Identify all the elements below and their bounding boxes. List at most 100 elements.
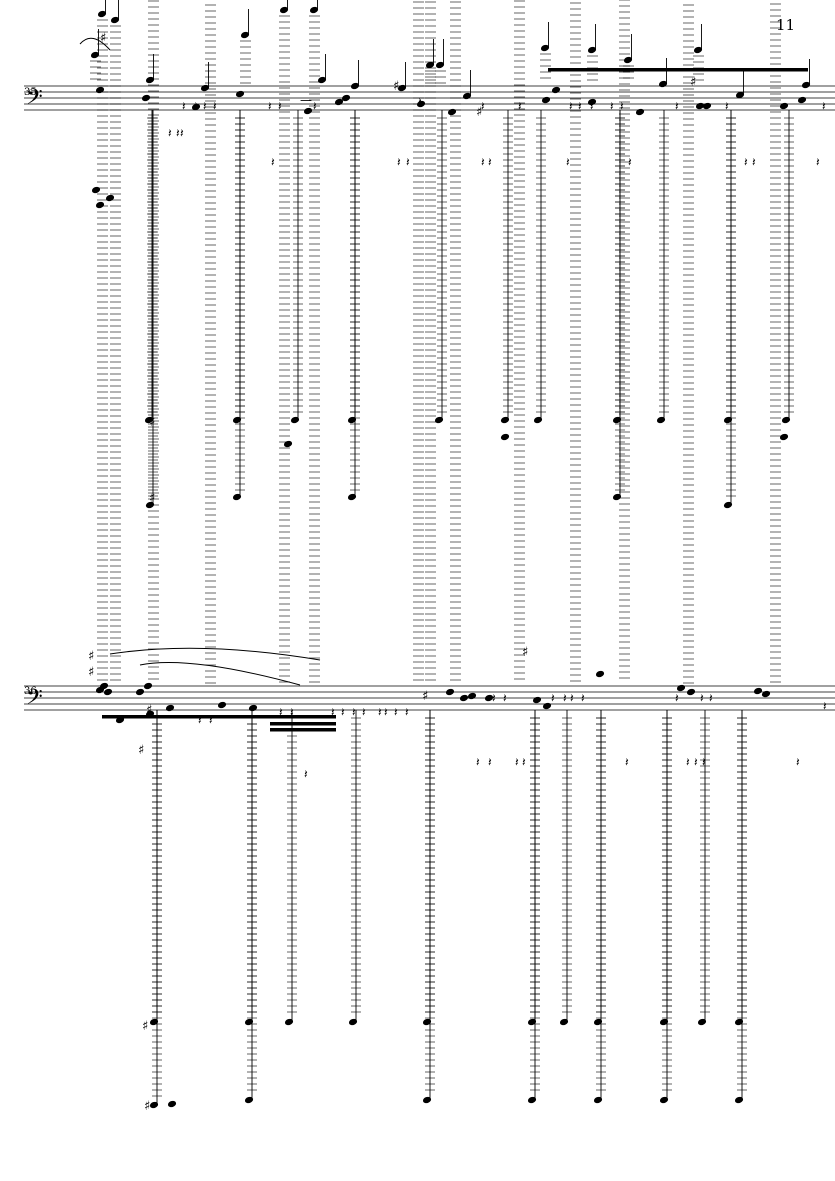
notehead xyxy=(435,61,445,69)
rest-icon: 𝄽 xyxy=(268,99,272,113)
notehead xyxy=(422,1018,432,1026)
notehead xyxy=(797,96,807,104)
notehead xyxy=(593,1096,603,1104)
rest-icon: 𝄽 xyxy=(570,691,574,705)
rest-icon: 𝄽 xyxy=(709,691,713,705)
rest-icon: 𝄽 xyxy=(515,755,519,769)
notehead xyxy=(422,1096,432,1104)
rest-icon: 𝄽 xyxy=(675,99,679,113)
notehead xyxy=(244,1018,254,1026)
notehead xyxy=(801,81,811,89)
beam xyxy=(548,68,808,72)
rest-icon: 𝄽 xyxy=(394,705,398,719)
rest-icon: 𝄽 xyxy=(481,155,485,169)
rest-icon: 𝄽 xyxy=(418,95,422,109)
notehead xyxy=(612,493,622,501)
notehead xyxy=(635,108,645,116)
rest-icon: 𝄽 xyxy=(569,99,573,113)
beam xyxy=(102,715,336,719)
rest-icon: 𝄽 xyxy=(796,755,800,769)
notehead xyxy=(110,16,120,24)
notehead xyxy=(542,702,552,710)
notehead xyxy=(676,684,686,692)
notehead xyxy=(248,704,258,712)
rest-icon: 𝄽 xyxy=(279,705,283,719)
page-number: 11 xyxy=(776,16,796,34)
rest-icon: 𝄽 xyxy=(522,755,526,769)
rest-icon: 𝄽 xyxy=(725,99,729,113)
notehead xyxy=(462,92,472,100)
notehead xyxy=(500,433,510,441)
notehead xyxy=(551,86,561,94)
rest-icon: 𝄽 xyxy=(816,155,820,169)
rest-icon: 𝄽 xyxy=(822,99,826,113)
notehead xyxy=(695,102,705,110)
notehead xyxy=(686,688,696,696)
rest-icon: 𝄽 xyxy=(194,99,198,113)
notehead xyxy=(284,1018,294,1026)
sharp-icon: ♯ xyxy=(88,649,94,664)
notehead xyxy=(317,76,327,84)
sharp-icon: ♯ xyxy=(146,703,152,718)
rest-icon: 𝄽 xyxy=(341,705,345,719)
rest-icon: 𝄽 xyxy=(405,705,409,719)
notehead xyxy=(587,46,597,54)
rest-icon: 𝄽 xyxy=(590,99,594,113)
rest-icon: 𝄽 xyxy=(563,691,567,705)
notehead xyxy=(735,91,745,99)
notehead xyxy=(235,90,245,98)
rest-icon: 𝄽 xyxy=(378,705,382,719)
notehead xyxy=(779,433,789,441)
rest-icon: 𝄽 xyxy=(752,155,756,169)
sharp-icon: ♯ xyxy=(138,743,144,758)
notehead xyxy=(459,694,469,702)
notehead xyxy=(290,416,300,424)
notehead xyxy=(693,46,703,54)
beam xyxy=(270,728,336,732)
rest-icon: 𝄽 xyxy=(397,155,401,169)
notehead xyxy=(559,1018,569,1026)
bass-clef-icon: 𝄢 xyxy=(26,85,43,115)
rest-icon: 𝄽 xyxy=(198,713,202,727)
notehead xyxy=(425,61,435,69)
notehead xyxy=(97,10,107,18)
rest-icon: 𝄽 xyxy=(481,99,485,113)
rest-icon: 𝄽 xyxy=(290,705,294,719)
notehead xyxy=(144,416,154,424)
notehead xyxy=(434,416,444,424)
notehead xyxy=(540,44,550,52)
notehead xyxy=(656,416,666,424)
rest-icon: 𝄽 xyxy=(176,126,180,140)
notehead xyxy=(217,701,227,709)
rest-icon: 𝄽 xyxy=(551,691,555,705)
bass-clef-icon: 𝄢 xyxy=(26,685,43,715)
notehead xyxy=(232,416,242,424)
notehead xyxy=(779,102,789,110)
notehead xyxy=(244,1096,254,1104)
sharp-icon: ♯ xyxy=(393,79,399,94)
notehead xyxy=(593,1018,603,1026)
notehead xyxy=(397,84,407,92)
notehead xyxy=(91,186,101,194)
rest-icon: 𝄽 xyxy=(702,755,706,769)
rest-icon: 𝄽 xyxy=(331,705,335,719)
notehead xyxy=(95,86,105,94)
notehead xyxy=(334,98,344,106)
notehead xyxy=(105,194,115,202)
rest-icon: 𝄽 xyxy=(271,155,275,169)
notehead xyxy=(99,682,109,690)
slur xyxy=(139,662,301,686)
measure-number-36: 36 xyxy=(24,686,37,697)
notehead xyxy=(283,440,293,448)
notehead xyxy=(527,1096,537,1104)
rest-icon: 𝄽 xyxy=(686,755,690,769)
notehead xyxy=(734,1018,744,1026)
notehead xyxy=(341,94,351,102)
notehead xyxy=(303,107,313,115)
sharp-icon: ♯ xyxy=(144,1099,150,1114)
rest-icon: 𝄽 xyxy=(213,99,217,113)
staff-system-1: 𝄢𝄽𝄽𝄽𝄽𝄽𝄽—𝄽𝄽𝄽𝄽𝄽𝄽𝄽𝄽𝄽𝄽𝄽𝄽𝄽𝄽𝄽𝄽𝄽𝄽𝄽𝄽𝄽𝄽𝄽𝄽𝄽♯♯♯♯♯♯ xyxy=(24,9,835,509)
rest-icon: 𝄽 xyxy=(744,155,748,169)
sharp-icon: ♯ xyxy=(149,415,155,430)
notehead xyxy=(533,416,543,424)
